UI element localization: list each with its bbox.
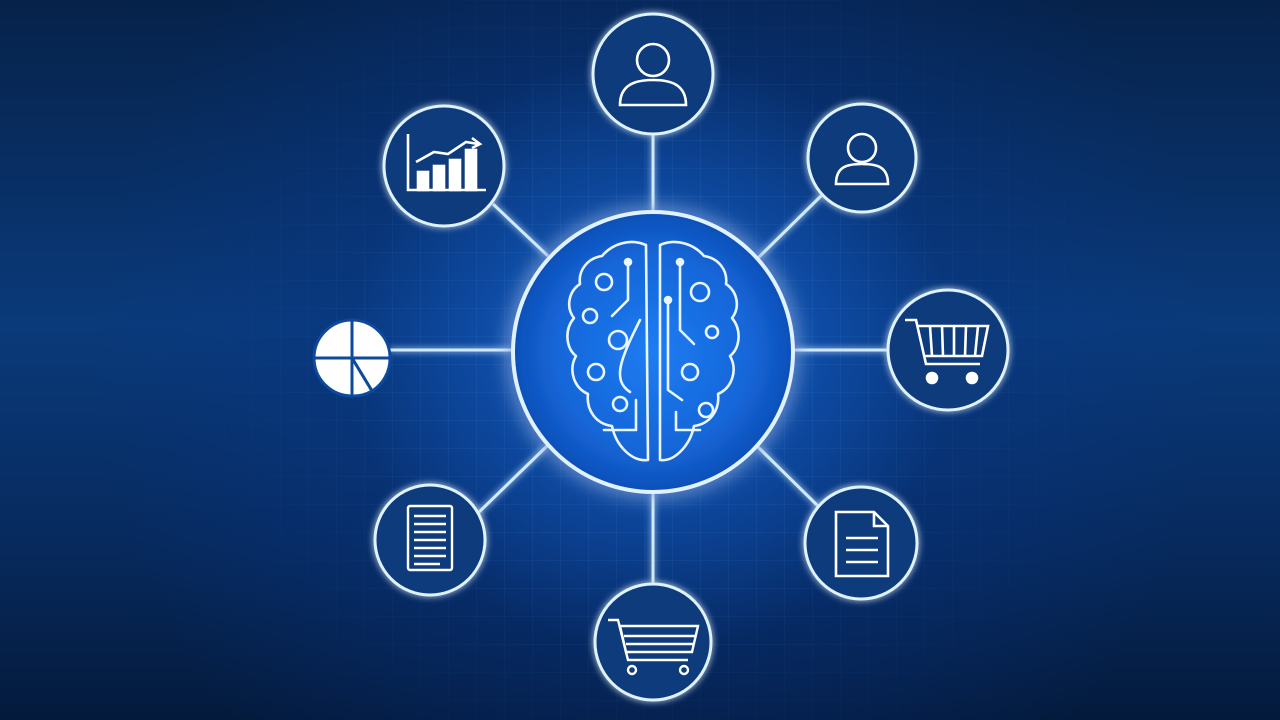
node-bottom-cart [593,582,713,702]
document-icon [834,510,890,578]
shopping-cart-icon [905,318,990,385]
connector-bottom-right [755,444,822,510]
node-bottom-left-list [373,483,487,597]
node-top-left-chart [382,104,506,228]
pie-chart-icon [312,318,392,398]
brain-hub [511,210,795,494]
brain-circuit-icon [566,240,740,462]
node-right-cart [886,288,1010,412]
shopping-cart-outline-icon [608,618,700,676]
list-document-icon [406,504,454,572]
connector-top-right [756,193,824,260]
node-top-right-user [806,102,918,214]
connector-lines [390,134,888,584]
connector-top-left [491,202,550,258]
node-top-user [591,12,715,136]
node-left-pie [312,318,392,398]
node-bottom-right-document [803,485,919,601]
connector-bottom-left [474,444,549,517]
user-icon [834,132,890,186]
bar-chart-icon [406,134,486,192]
user-icon [618,42,688,107]
